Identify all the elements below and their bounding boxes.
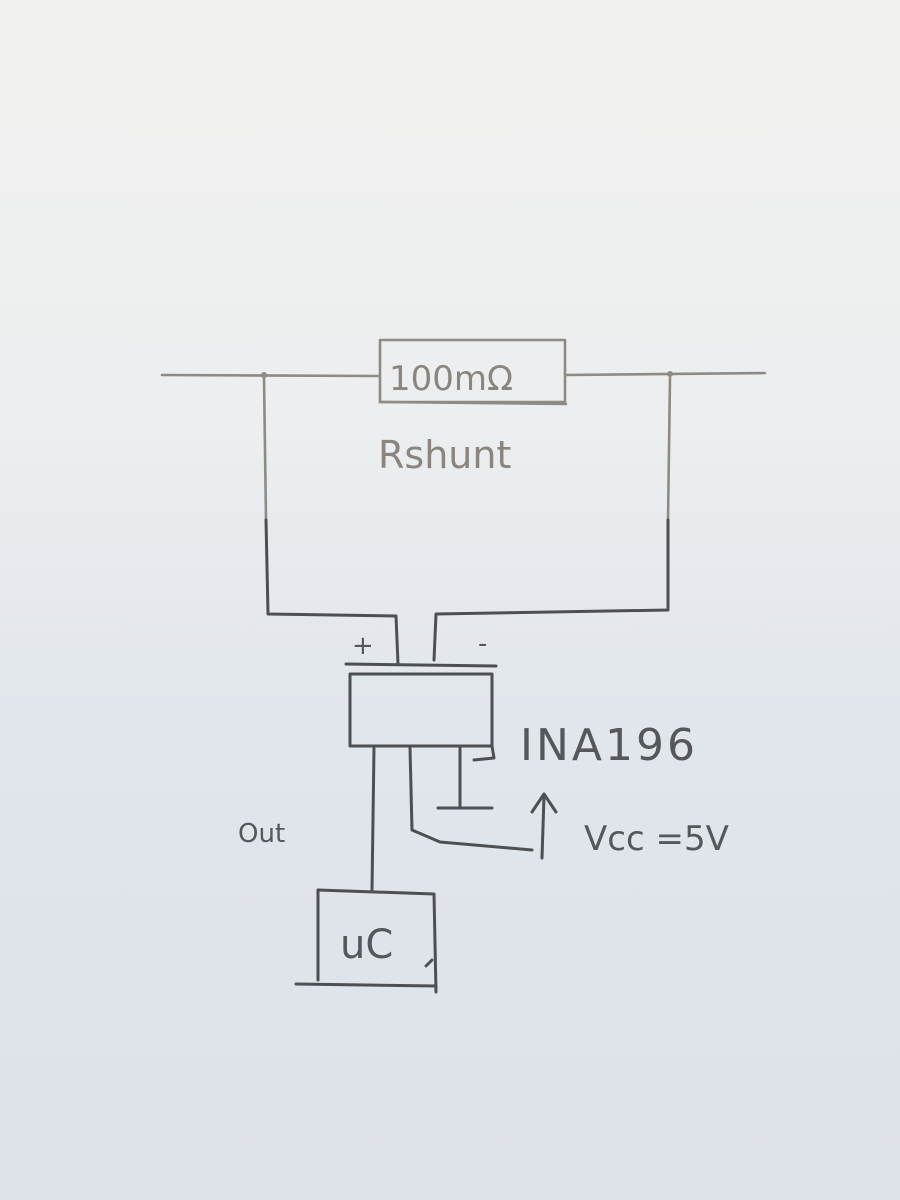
output-wire bbox=[370, 746, 376, 892]
output-line: Out bbox=[238, 746, 376, 892]
supply-arrow-icon bbox=[530, 792, 558, 814]
sense-wire-minus bbox=[432, 518, 670, 662]
sense-wire-plus bbox=[264, 518, 400, 666]
chip-name-label: INA196 bbox=[520, 720, 698, 771]
chip-body bbox=[348, 672, 494, 748]
microcontroller: uC bbox=[294, 888, 438, 994]
ground-pin bbox=[436, 746, 494, 810]
junction-left bbox=[261, 372, 267, 378]
junction-right bbox=[667, 371, 673, 377]
out-label: Out bbox=[238, 819, 285, 849]
ina196-chip: + - INA196 bbox=[344, 629, 698, 771]
supply-wire bbox=[408, 746, 534, 852]
sense-wires bbox=[262, 376, 672, 666]
top-wire-left bbox=[160, 373, 380, 378]
supply-label: Vcc =5V bbox=[584, 819, 729, 859]
plus-terminal-label: + bbox=[352, 631, 374, 661]
supply-pin: Vcc =5V bbox=[408, 746, 729, 860]
shunt-name-label: Rshunt bbox=[378, 433, 511, 477]
shunt-value-label: 100mΩ bbox=[389, 359, 513, 399]
top-wire-right bbox=[564, 371, 767, 377]
shunt-resistor: 100mΩ Rshunt bbox=[160, 338, 767, 477]
mcu-label: uC bbox=[340, 922, 393, 968]
minus-terminal-label: - bbox=[478, 629, 487, 659]
